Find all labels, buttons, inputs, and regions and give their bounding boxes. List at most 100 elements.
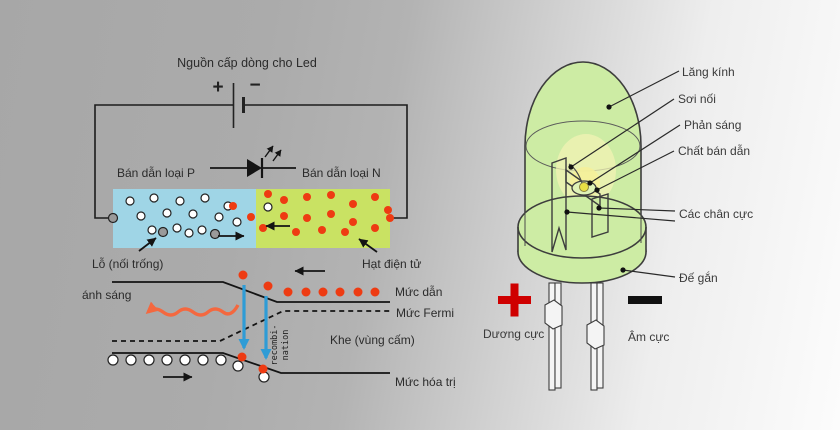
conduction-band-label: Mức dẫn (395, 284, 442, 299)
dot (371, 193, 379, 201)
anode-leg (544, 282, 563, 391)
dot (283, 287, 293, 297)
circuit-wire-right (244, 104, 408, 219)
pins-label: Các chân cực (679, 207, 753, 221)
dot (280, 196, 288, 204)
dot (107, 354, 119, 366)
recombined-electron-dots (237, 352, 268, 374)
dot (258, 371, 270, 383)
anode-post (591, 193, 609, 238)
fermi-level-line (112, 310, 390, 342)
dot (318, 287, 328, 297)
dot (258, 364, 268, 374)
dot (341, 228, 349, 236)
dot (200, 193, 210, 203)
electron-label: Hạt điện tử (362, 257, 421, 271)
dot (371, 224, 379, 232)
dot (107, 212, 119, 224)
bond-wire-label: Sơi nối (678, 92, 716, 106)
dot (384, 206, 392, 214)
conduction-electron-dots (283, 287, 380, 297)
dot (349, 218, 357, 226)
led-legs (544, 282, 605, 391)
dot (149, 193, 159, 203)
n-type-block (256, 189, 390, 248)
dot (280, 212, 288, 220)
dot (175, 196, 185, 206)
dot (188, 209, 198, 219)
dot (318, 226, 326, 234)
dot (161, 354, 173, 366)
plus-symbol (498, 283, 531, 317)
dot (292, 228, 300, 236)
dot (125, 196, 135, 206)
semiconductor-label: Chất bán dẫn (678, 143, 750, 158)
valence-hole-dots (107, 354, 227, 366)
dot (136, 211, 146, 221)
lens-label: Lăng kính (682, 65, 735, 79)
cathode-leg-crimp (586, 319, 605, 350)
valence-band-label: Mức hóa trị (395, 375, 456, 389)
electron-callout-arrow (358, 238, 378, 253)
dot (125, 354, 137, 366)
energy-band-diagram: recombi- nation ánh sáng Mức dẫn Mức Fer… (82, 266, 456, 389)
conduction-band-line (112, 281, 390, 303)
dot (162, 208, 172, 218)
dot (184, 228, 194, 238)
dot (143, 354, 155, 366)
dot (264, 190, 272, 198)
n-type-label: Bán dẫn loại N (302, 165, 381, 180)
dot (247, 213, 255, 221)
minus-symbol (628, 296, 662, 304)
n-block-hole-dots (263, 202, 273, 212)
light-emission-arrows-icon (264, 145, 282, 162)
dot (215, 354, 227, 366)
dot (147, 225, 157, 235)
base-label: Đế gắn (679, 270, 718, 285)
p-type-label: Bán dẫn loại P (117, 165, 195, 180)
led-internal-posts (551, 157, 609, 253)
power-source-title: Nguồn cấp dòng cho Led (177, 56, 317, 70)
dot (303, 214, 311, 222)
falling-electron-dots (238, 270, 273, 291)
circuit-wire-left (94, 104, 233, 219)
dot (327, 210, 335, 218)
dot (172, 223, 182, 233)
dot (157, 226, 169, 238)
cathode-leg (586, 282, 605, 391)
dot (238, 270, 248, 280)
dot (335, 287, 345, 297)
dot (353, 287, 363, 297)
dot (237, 352, 247, 362)
dot (301, 287, 311, 297)
reflector-label: Phản sáng (684, 118, 741, 132)
led-leader-lines (564, 70, 681, 278)
dot (232, 217, 242, 227)
battery-plus-sign: + (212, 77, 223, 98)
band-gap-label: Khe (vùng cấm) (330, 333, 415, 347)
semiconductor-chip (579, 182, 589, 192)
dot (197, 354, 209, 366)
dot (209, 228, 221, 240)
anode-label: Dương cực (483, 327, 544, 341)
anode-leg-crimp (544, 299, 563, 330)
hole-label: Lỗ (nối trống) (92, 256, 163, 271)
light-label: ánh sáng (82, 288, 131, 302)
diode-icon (210, 145, 296, 178)
dot (370, 287, 380, 297)
dot (179, 354, 191, 366)
valence-band-line (112, 352, 390, 374)
dot (327, 191, 335, 199)
dot (263, 202, 273, 212)
circuit-diagram: Nguồn cấp dòng cho Led + − Bán dẫn loại … (82, 56, 456, 389)
p-block-electron-dots (229, 202, 255, 221)
n-block-electron-dots (259, 190, 394, 236)
recombination-label-line1: recombi- (270, 325, 280, 366)
battery-minus-sign: − (249, 75, 260, 96)
recombining-hole-dots (232, 360, 270, 383)
recombination-label-line2: nation (281, 330, 291, 361)
dot (229, 202, 237, 210)
cathode-label: Âm cực (628, 329, 669, 344)
dot (259, 224, 267, 232)
